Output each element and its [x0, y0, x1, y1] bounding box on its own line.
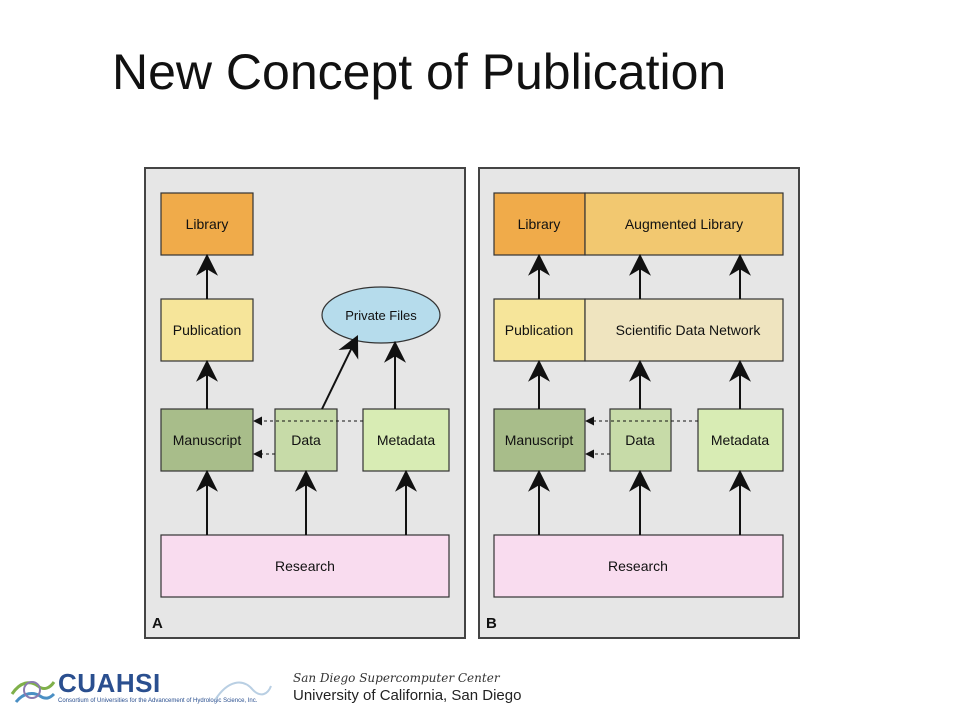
- university-name: University of California, San Diego: [293, 687, 522, 704]
- panel-a-private-files-label: Private Files: [345, 308, 417, 323]
- panel-b-scientific-data-network-box: [584, 298, 784, 362]
- panel-b-augmented-library-label: Augmented Library: [625, 216, 743, 232]
- panel-a-private-files-ellipse: [321, 286, 441, 344]
- panel-a-research-box: [160, 534, 450, 598]
- panel-b-research-label: Research: [608, 558, 668, 574]
- panel-b: Library Augmented Library Publication Sc…: [478, 167, 800, 639]
- panel-b-letter: B: [486, 615, 497, 632]
- panel-b-manuscript-label: Manuscript: [505, 432, 574, 448]
- footer-logos: CUAHSI Consortium of Universities for th…: [8, 660, 528, 715]
- panel-a-metadata-label: Metadata: [377, 432, 436, 448]
- panel-a-library-box: [160, 192, 254, 256]
- cuahsi-subtitle: Consortium of Universities for the Advan…: [58, 698, 258, 704]
- panel-a-letter: A: [152, 615, 163, 632]
- panel-a-publication-box: [160, 298, 254, 362]
- panel-b-metadata-label: Metadata: [711, 432, 770, 448]
- slide-title: New Concept of Publication: [112, 44, 727, 100]
- panel-b-scientific-data-network-label: Scientific Data Network: [616, 322, 762, 338]
- panel-a: Library Publication Private Files Manusc…: [144, 167, 466, 639]
- panel-b-library-box: [493, 192, 586, 256]
- panel-a-manuscript-label: Manuscript: [173, 432, 242, 448]
- panel-a-data-label: Data: [291, 432, 321, 448]
- wave-decoration-icon: [214, 681, 272, 701]
- panel-b-publication-label: Publication: [505, 322, 574, 338]
- panel-b-data-label: Data: [625, 432, 655, 448]
- cuahsi-wordmark: CUAHSI: [58, 668, 161, 698]
- panel-a-research-label: Research: [275, 558, 335, 574]
- panel-a-publication-label: Publication: [173, 322, 242, 338]
- panel-a-library-label: Library: [186, 216, 229, 232]
- panel-b-metadata-box: [697, 408, 784, 472]
- panel-b-library-label: Library: [518, 216, 561, 232]
- sdsc-name: San Diego Supercomputer Center: [293, 671, 500, 685]
- panel-a-arrow-data-private-files: [321, 335, 359, 410]
- panel-a-data-box: [274, 408, 338, 472]
- panel-b-publication-box: [493, 298, 586, 362]
- cuahsi-logo-icon: [10, 681, 56, 703]
- panel-b-augmented-library-box: [584, 192, 784, 256]
- panel-a-metadata-box: [362, 408, 450, 472]
- panel-b-research-box: [493, 534, 784, 598]
